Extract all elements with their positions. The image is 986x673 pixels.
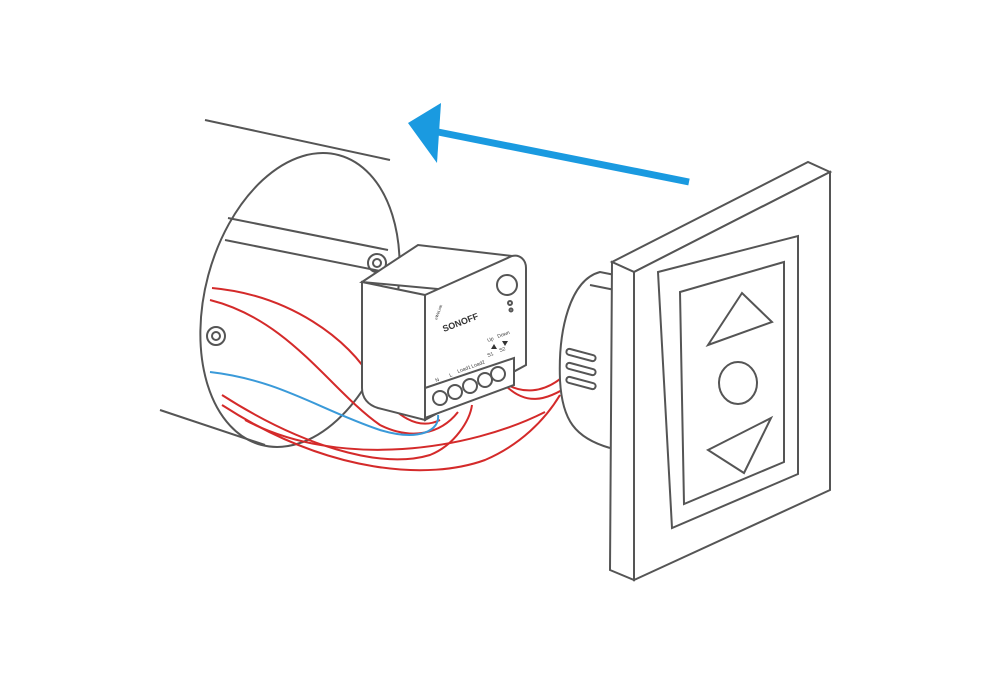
red-wire-4: [221, 394, 561, 472]
red-wire-3: [221, 394, 473, 461]
terminal-screw-4: [477, 372, 493, 388]
up-terminal-label: S1: [487, 351, 495, 359]
blue-wire: [209, 371, 440, 436]
module-led-2: [508, 307, 514, 313]
screw-hole-left: [206, 326, 226, 346]
down-label: Down: [497, 330, 511, 340]
screw-hole-right-inner: [372, 258, 382, 268]
switch-plate-left: [608, 260, 635, 582]
up-label: Up: [487, 336, 495, 344]
arrow-shaft: [437, 128, 690, 186]
triangle-down-icon: [502, 341, 508, 346]
terminal-screw-2: [447, 384, 463, 400]
brand-small-text: eWeLink: [433, 304, 443, 320]
insert-arrow: [408, 103, 690, 186]
red-wire-2: [209, 299, 459, 435]
module-button: [496, 274, 518, 296]
switch-up-icon: [705, 291, 774, 347]
terminal-screw-5: [490, 366, 506, 382]
terminal-screws: [432, 366, 506, 406]
terminal-label-l: L: [449, 372, 454, 379]
terminal-screw-3: [462, 378, 478, 394]
down-terminal-label: S2: [499, 346, 507, 354]
switch-terminal-3: [565, 375, 597, 391]
arrow-head: [408, 103, 441, 163]
terminal-label-load1: Load1: [457, 364, 472, 374]
module-left-face: [361, 280, 426, 422]
terminal-label-load2: Load2: [471, 359, 486, 369]
red-wire-5: [244, 411, 546, 451]
screw-hole-left-inner: [211, 331, 221, 341]
module-led: [507, 300, 513, 306]
mounting-rail: [224, 217, 389, 273]
wall-switch-back: [558, 270, 616, 449]
terminal-screw-1: [432, 390, 448, 406]
wall-box-top-edge: [204, 119, 391, 161]
triangle-up-icon: [491, 344, 497, 349]
switch-stop-icon: [718, 361, 758, 405]
switch-terminal-1: [565, 347, 597, 363]
relay-module: [359, 243, 527, 422]
switch-down-icon: [705, 415, 774, 475]
wall-switch: [608, 160, 833, 582]
terminal-label-n: N: [435, 377, 441, 384]
switch-terminal-2: [565, 361, 597, 377]
